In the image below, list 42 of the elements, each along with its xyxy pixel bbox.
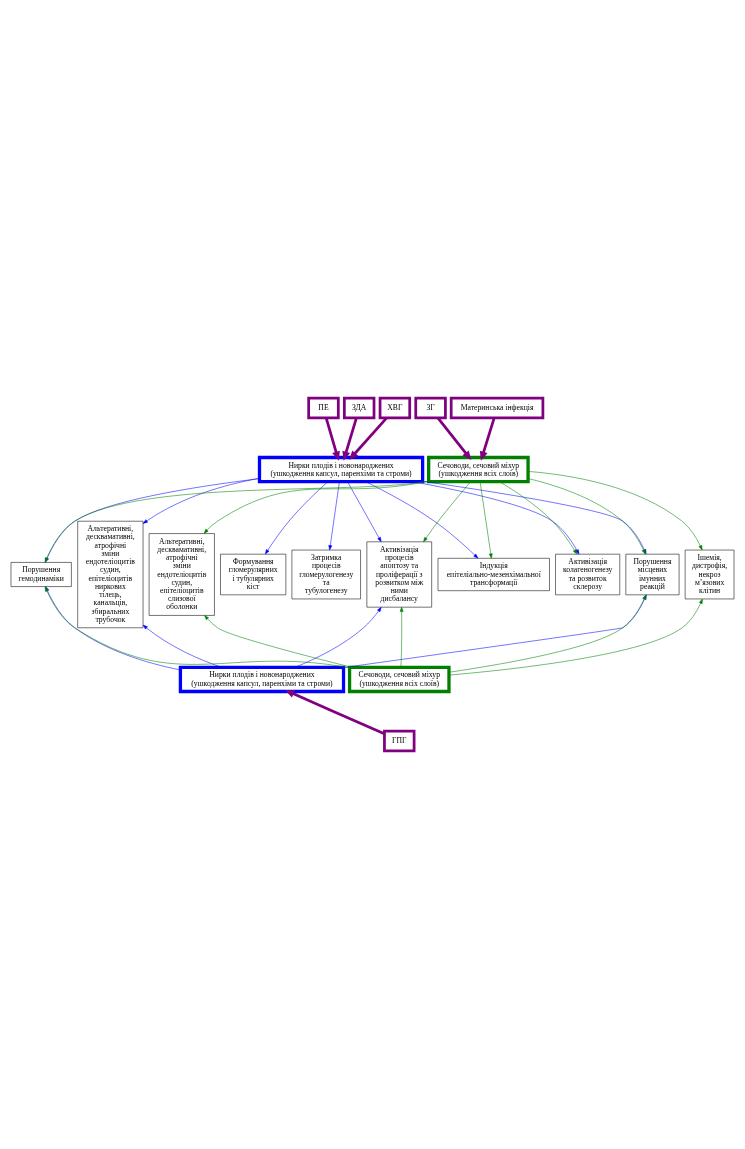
node-box: ЗГ xyxy=(414,396,447,420)
arrow xyxy=(142,624,222,668)
arrow xyxy=(527,471,703,551)
node-box: ЗДА xyxy=(342,396,376,420)
node-box: Нирки плодів і новонароджених (ушкодження капсул, паренхіми та строми) xyxy=(178,665,346,694)
node-box: Сечоводи, сечовий міхур (ушкодження всіх слоїв) xyxy=(347,665,451,694)
arrow xyxy=(479,481,493,559)
arrow xyxy=(423,481,471,543)
node-box: ХВГ xyxy=(378,396,412,420)
arrow xyxy=(448,594,647,673)
node-box: Материнська інфекція xyxy=(449,396,545,420)
arrow xyxy=(347,481,382,542)
node-box: ПЕ xyxy=(307,396,340,420)
arrow xyxy=(324,417,340,461)
arrow xyxy=(285,690,385,736)
arrow xyxy=(365,481,479,559)
arrow xyxy=(499,481,578,555)
node-box: Затримка процесів гломерулогенезу та тубулогенезу xyxy=(291,549,361,600)
arrow xyxy=(436,417,472,461)
arrow xyxy=(448,598,703,676)
node-box: Сечоводи, сечовий міхур (ушкодження всіх слоїв) xyxy=(427,455,530,484)
node-box: Індукція епітеліально-мезенхімальної трансформації xyxy=(437,558,550,591)
arrow xyxy=(204,615,353,668)
arrow xyxy=(342,417,358,461)
arrow xyxy=(479,417,496,461)
node-box: Нирки плодів і новонароджених (ушкодження капсул, паренхіми та строми) xyxy=(257,455,425,484)
arrow xyxy=(294,607,382,668)
arrow xyxy=(265,481,328,555)
node-box: Ішемія, дистрофія, некроз м’язових клітин xyxy=(684,549,735,600)
node-box: Альтеративні, десквамативні, атрофічні зміни ендотеліоцитів судин, епітеліоцитів слизової оболонки xyxy=(148,533,215,616)
arrow xyxy=(203,480,429,534)
node-box: Активізація процесів апоптозу та проліферації з розвитком між ними дисбалансу xyxy=(366,541,432,608)
node-box: ГПГ xyxy=(383,729,416,753)
node-box: Порушення гемодинаміки xyxy=(10,562,72,587)
node-box: Формування гломерулярних і тубулярних кіст xyxy=(220,553,287,596)
node-box: Альтеративні, десквамативні, атрофічні зміни ендотеліоцитів судин, епітеліоцитів ниркових тілець, канальців, збиральних трубочок xyxy=(77,520,144,629)
arrow xyxy=(349,417,388,460)
node-box: Активізація колагеногенезу та розвиток склерозу xyxy=(555,553,621,596)
arrow xyxy=(142,478,260,524)
node-box: Порушення місцевих імунних реакцій xyxy=(625,553,680,596)
arrow xyxy=(399,606,404,668)
arrow xyxy=(328,481,340,551)
